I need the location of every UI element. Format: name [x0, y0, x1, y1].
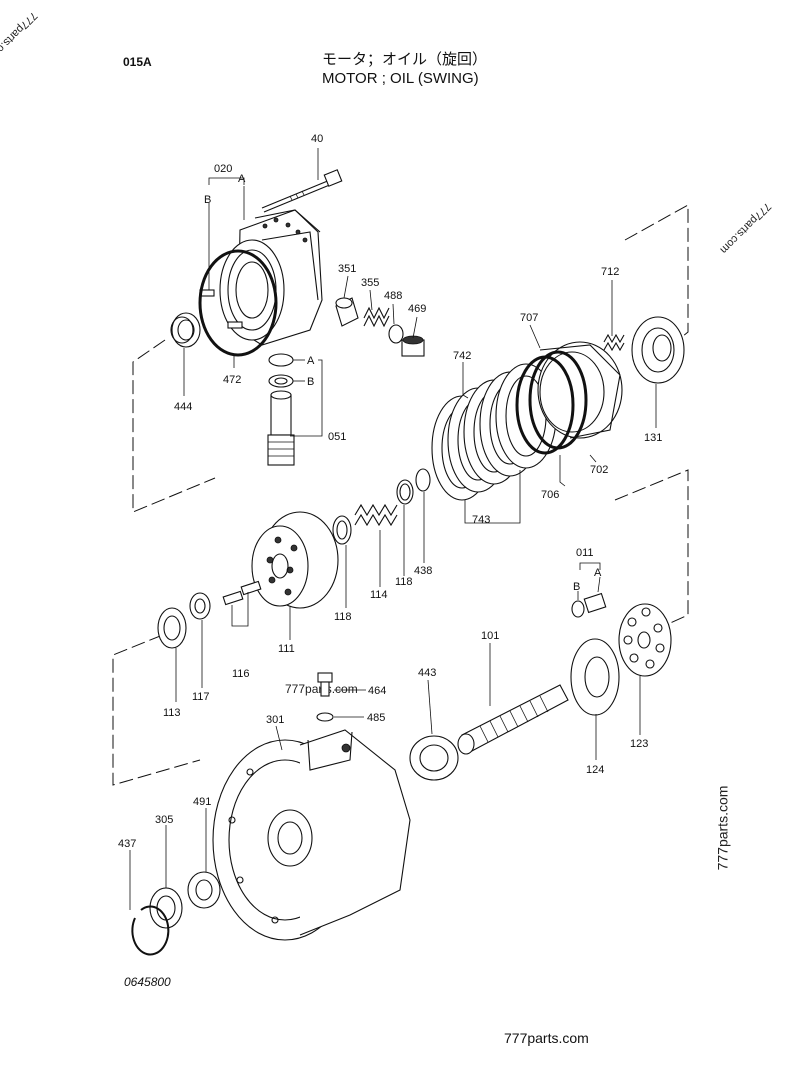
callout-131: 131 — [644, 432, 662, 444]
title-english: MOTOR ; OIL (SWING) — [322, 70, 479, 87]
callout-743: 743 — [472, 514, 490, 526]
callout-118-right: 118 — [395, 576, 413, 588]
callout-464: 464 — [368, 685, 386, 697]
page-code: 015A — [123, 55, 152, 69]
bolt-40 — [261, 169, 343, 213]
drive-shaft-101 — [457, 684, 569, 755]
washer-117 — [189, 592, 211, 620]
callout-438: 438 — [414, 565, 432, 577]
spring-set-114-118 — [332, 468, 431, 545]
callout-labels: 40 020 A B 351 355 488 469 712 707 742 4… — [118, 133, 662, 850]
callout-469: 469 — [408, 303, 426, 315]
callout-485: 485 — [367, 712, 385, 724]
callout-a-top: A — [238, 173, 246, 185]
valve-parts-011 — [571, 592, 607, 618]
callout-117: 117 — [192, 691, 210, 703]
callout-443: 443 — [418, 667, 436, 679]
bearing-491 — [187, 871, 221, 909]
plug-464-ring-485 — [316, 672, 334, 722]
leader-lines — [129, 148, 657, 910]
callout-488: 488 — [384, 290, 402, 302]
callout-472: 472 — [223, 374, 241, 386]
callout-114: 114 — [370, 589, 388, 601]
callout-a-low: A — [594, 567, 602, 579]
o-rings-a-b — [268, 353, 294, 388]
callout-101: 101 — [481, 630, 499, 642]
title-japanese: モータ；オイル（旋回） — [322, 50, 488, 68]
callout-a-mid: A — [307, 355, 315, 367]
callout-351: 351 — [338, 263, 356, 275]
shaft-051 — [267, 390, 295, 466]
bearing-444 — [170, 312, 201, 348]
brake-piston-702 — [537, 341, 623, 439]
plate-131 — [631, 316, 685, 384]
callout-111: 111 — [278, 643, 295, 655]
callout-b-top: B — [204, 194, 211, 206]
motor-housing-020 — [198, 209, 323, 357]
seal-rings-706-707 — [515, 350, 588, 455]
callout-b-mid: B — [307, 376, 314, 388]
spring-712 — [603, 333, 625, 352]
bearing-443 — [409, 735, 459, 781]
cylinder-block-111 — [251, 511, 339, 609]
callout-40: 40 — [311, 133, 323, 145]
callout-118-left: 118 — [334, 611, 352, 623]
brake-plates-742-743 — [431, 363, 557, 501]
callout-051: 051 — [328, 431, 346, 443]
callout-706: 706 — [541, 489, 559, 501]
callout-702: 702 — [590, 464, 608, 476]
valve-plate-123 — [618, 603, 672, 677]
callout-116: 116 — [232, 668, 250, 680]
casing-301 — [212, 729, 411, 941]
drawing-number: 0645800 — [124, 975, 171, 989]
callout-491: 491 — [193, 796, 211, 808]
callout-020: 020 — [214, 163, 232, 175]
callout-124: 124 — [586, 764, 604, 776]
footer-site: 777parts.com — [504, 1030, 589, 1046]
callout-305: 305 — [155, 814, 173, 826]
callout-b-low: B — [573, 581, 580, 593]
callout-113: 113 — [163, 707, 181, 719]
snap-ring-437 — [131, 905, 170, 956]
callout-444: 444 — [174, 401, 192, 413]
callout-123: 123 — [630, 738, 648, 750]
callout-742: 742 — [453, 350, 471, 362]
callout-301: 301 — [266, 714, 284, 726]
swash-plate-124 — [570, 638, 620, 716]
pins-116 — [222, 580, 262, 606]
spline-113 — [157, 607, 187, 649]
callout-712: 712 — [601, 266, 619, 278]
callout-011: 011 — [576, 547, 594, 559]
callout-707: 707 — [520, 312, 538, 324]
callout-437: 437 — [118, 838, 136, 850]
callout-355: 355 — [361, 277, 379, 289]
